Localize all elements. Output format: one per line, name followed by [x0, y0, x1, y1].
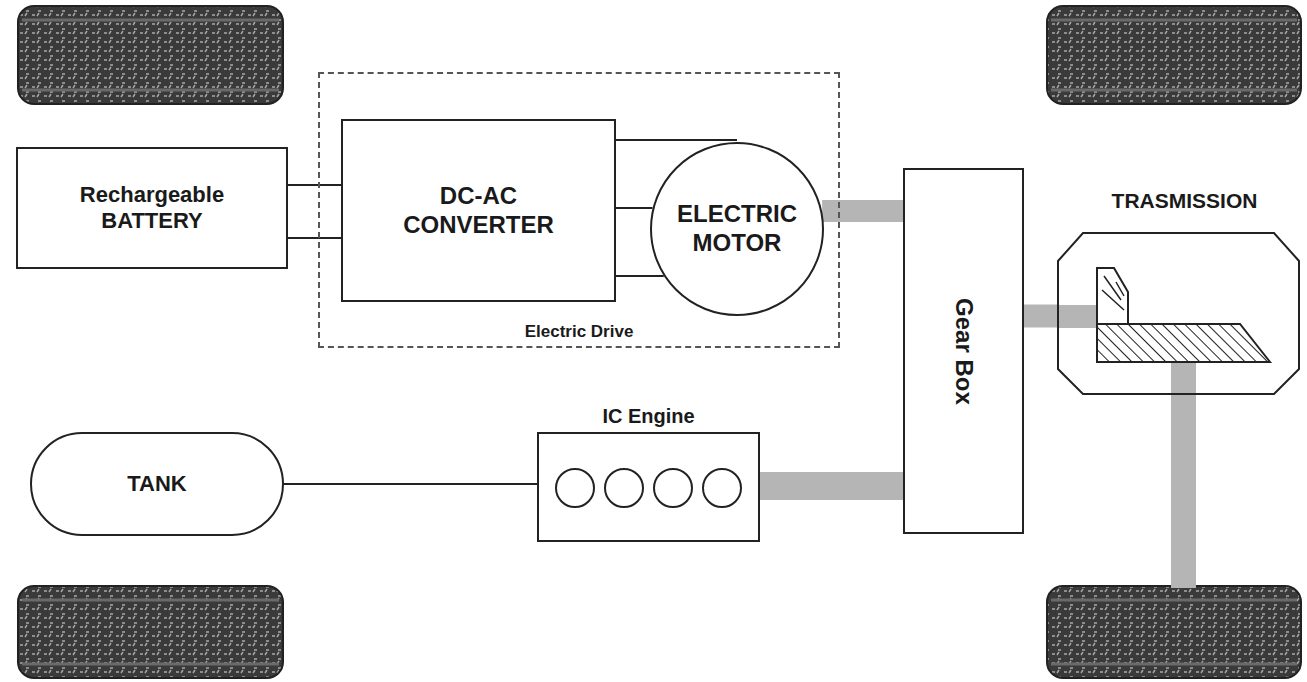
cylinder — [703, 469, 741, 507]
node-heading: IC Engine — [537, 400, 760, 432]
cylinder — [654, 469, 692, 507]
motor-circle: ELECTRIC MOTOR — [650, 142, 824, 316]
group-box: Electric Drive DC-AC CONVERTER ELECTRIC MO… — [318, 72, 840, 348]
transmission-box: TRASMISSION — [1055, 175, 1302, 397]
converter-box: DC-AC CONVERTER — [341, 119, 616, 302]
input-shaft — [1058, 305, 1100, 328]
pinion-gear — [1097, 268, 1128, 324]
drive-shaft — [1024, 305, 1058, 328]
node-label: DC-AC CONVERTER — [391, 182, 566, 240]
electric-wire — [288, 185, 341, 238]
node-heading: Electric Drive — [320, 322, 838, 342]
engine-block — [537, 432, 760, 542]
electric-wire — [284, 483, 537, 485]
node-label: Rechargeable BATTERY — [67, 182, 237, 235]
crown-gear — [1097, 324, 1270, 362]
engine-box: IC Engine — [537, 400, 760, 542]
bevel-gear — [1097, 268, 1270, 362]
tank-box: TANK — [30, 432, 284, 536]
octagon-outline — [1058, 233, 1299, 394]
tire-groove — [22, 20, 1297, 664]
cylinder — [605, 469, 643, 507]
tires — [18, 6, 1301, 678]
cylinder — [556, 469, 594, 507]
gear-teeth — [1102, 276, 1124, 310]
node-label: TANK — [127, 471, 186, 497]
node-heading: TRASMISSION — [1055, 175, 1302, 227]
gearbox-box: Gear Box — [903, 168, 1024, 534]
drive-shaft — [760, 472, 903, 500]
node-label: Gear Box — [949, 298, 978, 405]
cylinders — [539, 434, 758, 540]
node-label: ELECTRIC MOTOR — [667, 200, 807, 258]
drive-shaft — [822, 200, 903, 222]
battery-box: Rechargeable BATTERY — [16, 147, 288, 269]
